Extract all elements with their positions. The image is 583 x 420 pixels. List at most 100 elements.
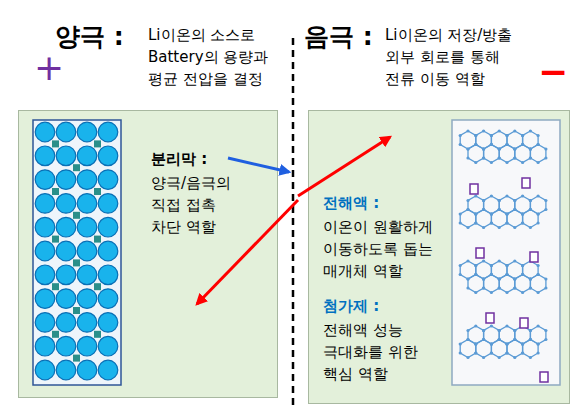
carbon-atom <box>505 351 508 354</box>
particle <box>56 241 76 261</box>
graphite-ring <box>484 145 500 163</box>
part-heading: 분리막 : <box>151 149 207 169</box>
carbon-atom <box>537 212 540 215</box>
particle <box>56 289 76 309</box>
lithium-ion <box>522 178 530 188</box>
particle <box>77 146 97 166</box>
carbon-atom <box>529 147 532 150</box>
particle <box>35 217 55 237</box>
carbon-atom <box>490 324 493 327</box>
lithium-ion <box>530 252 538 262</box>
particle <box>35 313 55 333</box>
carbon-atom <box>513 208 516 211</box>
carbon-atom <box>537 134 540 137</box>
carbon-atom <box>466 147 469 150</box>
carbon-atom <box>521 194 524 197</box>
carbon-atom <box>521 342 524 345</box>
ion-square <box>73 307 80 314</box>
ion-square <box>94 331 101 338</box>
carbon-atom <box>529 277 532 280</box>
carbon-atom <box>466 338 469 341</box>
carbon-atom <box>490 264 493 267</box>
ion-square <box>52 236 59 243</box>
carbon-atom <box>466 208 469 211</box>
graphite-ring <box>530 275 546 293</box>
carbon-atom <box>544 156 547 159</box>
carbon-atom <box>482 199 485 202</box>
carbon-atom <box>498 199 501 202</box>
carbon-atom <box>537 221 540 224</box>
carbon-atom <box>537 212 540 215</box>
carbon-atom <box>498 156 501 159</box>
carbon-atom <box>498 147 501 150</box>
carbon-atom <box>529 147 532 150</box>
pointer-arrow <box>298 137 390 196</box>
carbon-atom <box>482 338 485 341</box>
text-holder: 이온이 원활하게 이동하도록 돕는 매개체 역할 <box>323 216 448 282</box>
ion-square <box>73 259 80 266</box>
carbon-atom <box>482 147 485 150</box>
carbon-atom <box>498 156 501 159</box>
carbon-atom <box>505 194 508 197</box>
carbon-atom <box>521 212 524 215</box>
carbon-atom <box>459 134 462 137</box>
carbon-atom <box>498 208 501 211</box>
carbon-atom <box>474 212 477 215</box>
carbon-atom <box>529 329 532 332</box>
carbon-atom <box>513 208 516 211</box>
carbon-atom <box>505 264 508 267</box>
graphite-ring <box>476 340 492 358</box>
carbon-atom <box>513 286 516 289</box>
ion-square <box>73 355 80 362</box>
particle <box>98 313 118 333</box>
graphite-ring <box>523 340 539 358</box>
carbon-atom <box>537 324 540 327</box>
carbon-atom <box>513 226 516 229</box>
carbon-atom <box>474 161 477 164</box>
carbon-atom <box>482 338 485 341</box>
carbon-atom <box>505 342 508 345</box>
anode-graphite <box>459 129 548 382</box>
carbon-atom <box>466 147 469 150</box>
carbon-atom <box>513 199 516 202</box>
carbon-atom <box>537 351 540 354</box>
text-holder: − <box>538 48 568 95</box>
particle <box>77 360 97 380</box>
carbon-atom <box>513 129 516 132</box>
carbon-atom <box>474 143 477 146</box>
carbon-atom <box>505 273 508 276</box>
carbon-atom <box>490 143 493 146</box>
carbon-atom <box>490 134 493 137</box>
carbon-atom <box>513 329 516 332</box>
carbon-atom <box>537 273 540 276</box>
carbon-atom <box>490 264 493 267</box>
graphite-ring <box>499 275 515 293</box>
carbon-atom <box>521 291 524 294</box>
carbon-atom <box>505 134 508 137</box>
carbon-atom <box>505 161 508 164</box>
carbon-atom <box>498 208 501 211</box>
carbon-atom <box>466 208 469 211</box>
carbon-atom <box>521 273 524 276</box>
carbon-atom <box>482 208 485 211</box>
carbon-atom <box>529 156 532 159</box>
ion-square <box>52 283 59 290</box>
text-holder: Li이온의 소스로 Battery의 용량과 평균 전압을 결정 <box>148 24 288 90</box>
ion-square <box>52 140 59 147</box>
carbon-atom <box>474 273 477 276</box>
pointer-arrow <box>228 158 289 172</box>
carbon-atom <box>505 143 508 146</box>
ion-square <box>94 236 101 243</box>
graphite-ring <box>484 275 500 293</box>
carbon-atom <box>498 129 501 132</box>
carbon-atom <box>490 221 493 224</box>
carbon-atom <box>474 351 477 354</box>
carbon-atom <box>498 277 501 280</box>
separator-line <box>292 38 295 408</box>
carbon-atom <box>490 351 493 354</box>
text-holder: 전해액 성능 극대화를 위한 핵심 역할 <box>323 319 425 385</box>
carbon-atom <box>474 143 477 146</box>
carbon-atom <box>529 147 532 150</box>
carbon-atom <box>505 143 508 146</box>
graphite-ring <box>460 340 476 358</box>
